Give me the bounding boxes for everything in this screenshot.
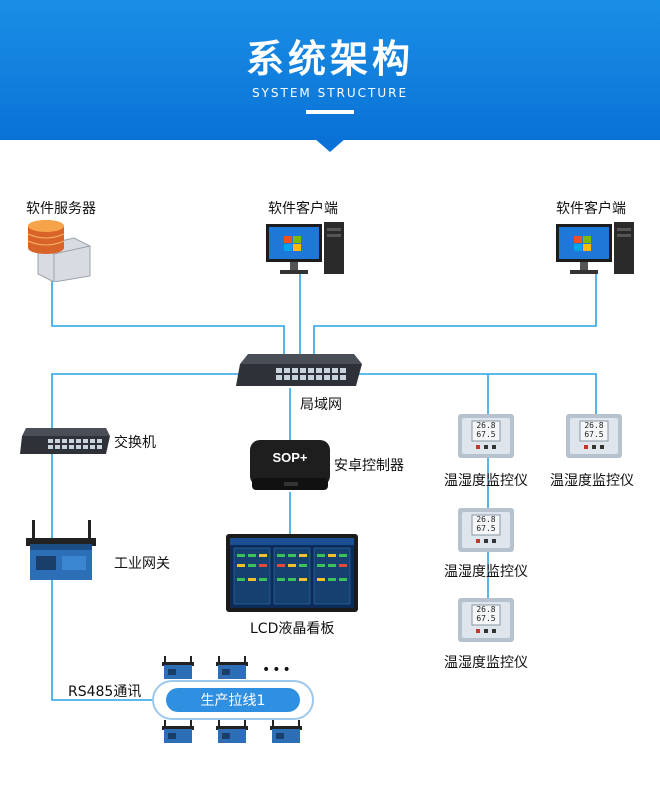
server-label: 软件服务器	[26, 201, 96, 217]
line-client-right-lan	[313, 274, 597, 356]
sensor-temp-text: 26.8	[584, 421, 604, 430]
more-dots: •••	[262, 662, 293, 678]
sop-brand-text: SOP+	[272, 450, 308, 465]
sensor-humidity-text: 67.5	[584, 430, 604, 439]
industrial-gateway-label: 工业网关	[114, 556, 170, 572]
sensor-label-3: 温湿度监控仪	[444, 564, 528, 580]
lcd-board-icon	[226, 534, 358, 612]
sensor-label-4: 温湿度监控仪	[444, 655, 528, 671]
header-banner	[0, 0, 660, 140]
android-controller-label: 安卓控制器	[334, 458, 404, 474]
line-gateway-icon	[160, 720, 196, 744]
client-pc-icon	[556, 222, 636, 276]
sensor-humidity-text: 67.5	[476, 524, 496, 533]
line-gateway-icon	[214, 720, 250, 744]
production-line-inner	[166, 688, 300, 712]
client-pc-icon	[266, 222, 346, 276]
production-line-pill: 生产拉线1	[152, 680, 314, 720]
sensor-humidity-text: 67.5	[476, 430, 496, 439]
switch-label: 交换机	[114, 435, 156, 451]
lan-switch-icon	[236, 354, 362, 388]
lcd-board-label: LCD液晶看板	[250, 621, 335, 637]
sensor-temp-text: 26.8	[476, 421, 496, 430]
title-underline	[306, 110, 354, 114]
client-right-label: 软件客户端	[556, 201, 626, 217]
sensor-label-2: 温湿度监控仪	[550, 473, 634, 489]
sensor-label-1: 温湿度监控仪	[444, 473, 528, 489]
line-gateway-icon	[214, 656, 250, 680]
client-center-label: 软件客户端	[268, 201, 338, 217]
sensor-temp-text: 26.8	[476, 515, 496, 524]
sensor-humidity-text: 67.5	[476, 614, 496, 623]
lan-label: 局域网	[300, 397, 342, 413]
header-notch	[314, 138, 346, 152]
sensor-device-icon: 26.8 67.5	[566, 414, 622, 458]
line-lan-gateway-rs485	[51, 373, 240, 701]
line-lan-sensors-top	[358, 373, 597, 416]
sensor-device-icon: 26.8 67.5	[458, 508, 514, 552]
line-server-lan	[51, 280, 285, 356]
rs485-label: RS485通讯	[68, 684, 142, 700]
page-subtitle: SYSTEM STRUCTURE	[251, 86, 409, 100]
page-title: 系统架构	[245, 37, 414, 81]
server-icon	[24, 216, 92, 283]
line-gateway-icon	[160, 656, 196, 680]
sensor-device-icon: 26.8 67.5	[458, 414, 514, 458]
sensor-device-icon: 26.8 67.5	[458, 598, 514, 642]
switch-icon	[20, 428, 110, 454]
production-line-label: 生产拉线1	[200, 693, 266, 709]
industrial-gateway-icon	[22, 518, 100, 584]
android-controller-icon: SOP+	[248, 438, 332, 494]
line-gateway-icon	[268, 720, 304, 744]
sensor-temp-text: 26.8	[476, 605, 496, 614]
